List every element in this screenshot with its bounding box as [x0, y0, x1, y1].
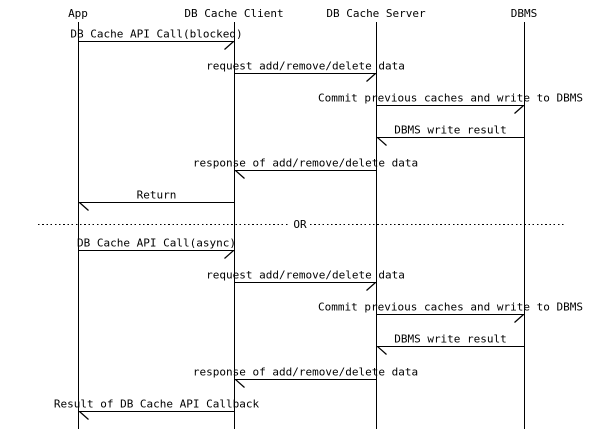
message-m9: Commit previous caches and write to DBMS	[318, 301, 583, 323]
actor-header-server: DB Cache Server	[326, 7, 426, 20]
message-label-m5: response of add/remove/delete data	[193, 157, 418, 170]
message-arrowhead-m10	[377, 346, 387, 355]
message-m6: Return	[78, 189, 235, 211]
actor-header-client: DB Cache Client	[184, 7, 283, 20]
message-label-m2: request add/remove/delete data	[206, 60, 405, 73]
message-m12: Result of DB Cache API Callback	[54, 398, 260, 420]
message-arrowhead-m3	[514, 105, 524, 114]
message-arrowhead-m6	[79, 202, 89, 211]
message-arrowhead-m1	[224, 41, 234, 50]
message-m4: DBMS write result	[376, 124, 525, 146]
or-divider-label: OR	[293, 218, 307, 231]
lifelines-group	[77, 22, 526, 429]
actor-headers-group: App DB Cache Client DB Cache Server DBMS	[68, 7, 537, 20]
message-label-m3: Commit previous caches and write to DBMS	[318, 92, 583, 105]
message-label-m6: Return	[137, 189, 177, 202]
message-label-m4: DBMS write result	[394, 124, 507, 137]
message-label-m7: DB Cache API Call(async)	[77, 237, 236, 250]
message-arrowhead-m4	[377, 137, 387, 146]
messages-group: DB Cache API Call(blocked) request add/re…	[54, 28, 583, 420]
message-arrowhead-m9	[514, 314, 524, 323]
message-m7: DB Cache API Call(async)	[77, 237, 236, 259]
message-m3: Commit previous caches and write to DBMS	[318, 92, 583, 114]
message-label-m10: DBMS write result	[394, 333, 507, 346]
message-m8: request add/remove/delete data	[206, 269, 405, 291]
message-arrowhead-m11	[235, 379, 245, 388]
message-arrowhead-m12	[79, 411, 89, 420]
message-arrowhead-m2	[366, 73, 376, 82]
actor-header-dbms: DBMS	[511, 7, 538, 20]
message-label-m12: Result of DB Cache API Callback	[54, 398, 260, 411]
message-label-m1: DB Cache API Call(blocked)	[70, 28, 242, 41]
message-arrowhead-m8	[366, 282, 376, 291]
message-m5: response of add/remove/delete data	[193, 157, 418, 179]
message-m1: DB Cache API Call(blocked)	[70, 28, 243, 50]
message-label-m9: Commit previous caches and write to DBMS	[318, 301, 583, 314]
message-label-m11: response of add/remove/delete data	[193, 366, 418, 379]
or-divider-group: OR	[38, 218, 566, 231]
message-m2: request add/remove/delete data	[206, 60, 405, 82]
message-label-m8: request add/remove/delete data	[206, 269, 405, 282]
message-m10: DBMS write result	[376, 333, 525, 355]
message-arrowhead-m5	[235, 170, 245, 179]
message-arrowhead-m7	[224, 250, 234, 259]
actor-header-app: App	[68, 7, 88, 20]
message-m11: response of add/remove/delete data	[193, 366, 418, 388]
